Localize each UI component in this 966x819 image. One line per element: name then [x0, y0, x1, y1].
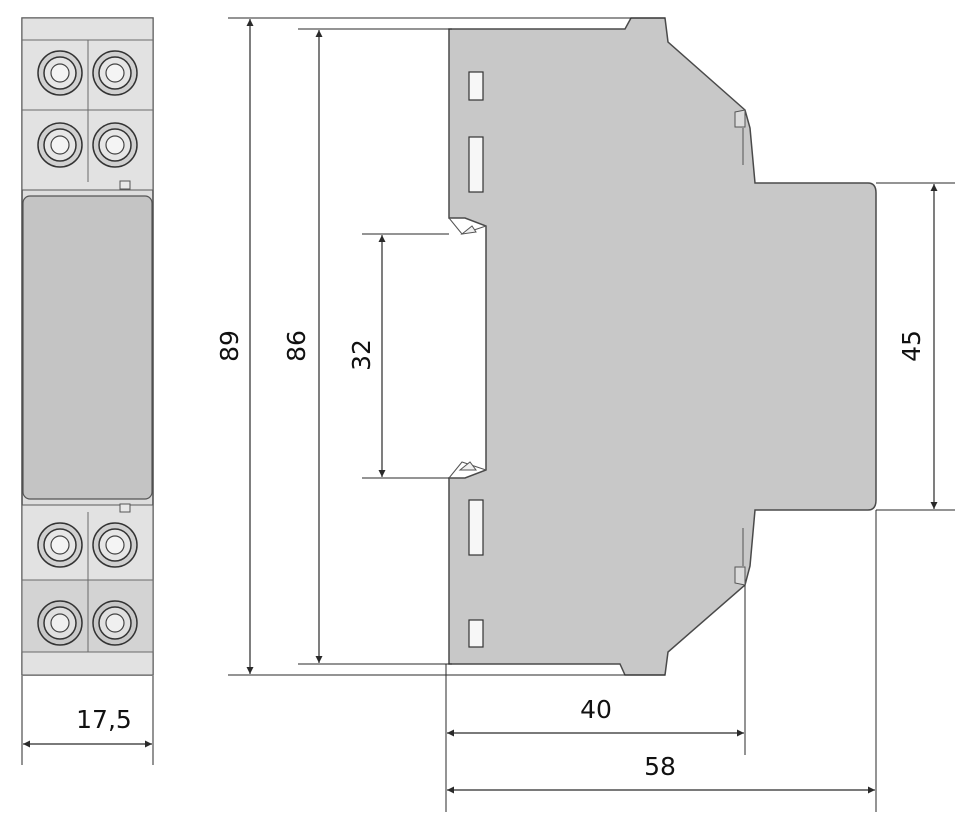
vent-slot [468, 499, 484, 556]
dimension-label-40: 40 [580, 695, 612, 724]
vent-slot [468, 71, 484, 101]
dimension-label-58: 58 [644, 752, 676, 781]
dimension-label-32: 32 [347, 339, 376, 371]
screw-terminal-icon [92, 50, 138, 96]
side-housing [448, 17, 877, 676]
dimension-depth-total: 58 [447, 510, 877, 812]
side-view [448, 17, 877, 676]
vent-slot [468, 136, 484, 193]
screw-terminal-icon [92, 600, 138, 646]
screw-terminal-icon [37, 600, 83, 646]
front-panel [22, 195, 153, 500]
screw-terminal-icon [37, 50, 83, 96]
screw-terminal-icon [92, 522, 138, 568]
dimension-label-width: 17,5 [76, 705, 132, 734]
dimension-depth-rail: 40 [445, 585, 746, 812]
front-view [21, 17, 154, 676]
vent-slot [468, 619, 484, 648]
screw-terminal-icon [37, 522, 83, 568]
dimension-front-height: 45 [876, 182, 955, 511]
dimension-height-body: 86 [282, 28, 452, 665]
dimension-label-89: 89 [215, 330, 244, 362]
dimension-label-45: 45 [897, 330, 926, 362]
dimension-rail-opening: 32 [347, 233, 449, 479]
screw-terminal-icon [92, 122, 138, 168]
dimension-width-front: 17,5 [21, 676, 154, 765]
dimension-label-86: 86 [282, 330, 311, 362]
screw-terminal-icon [37, 122, 83, 168]
